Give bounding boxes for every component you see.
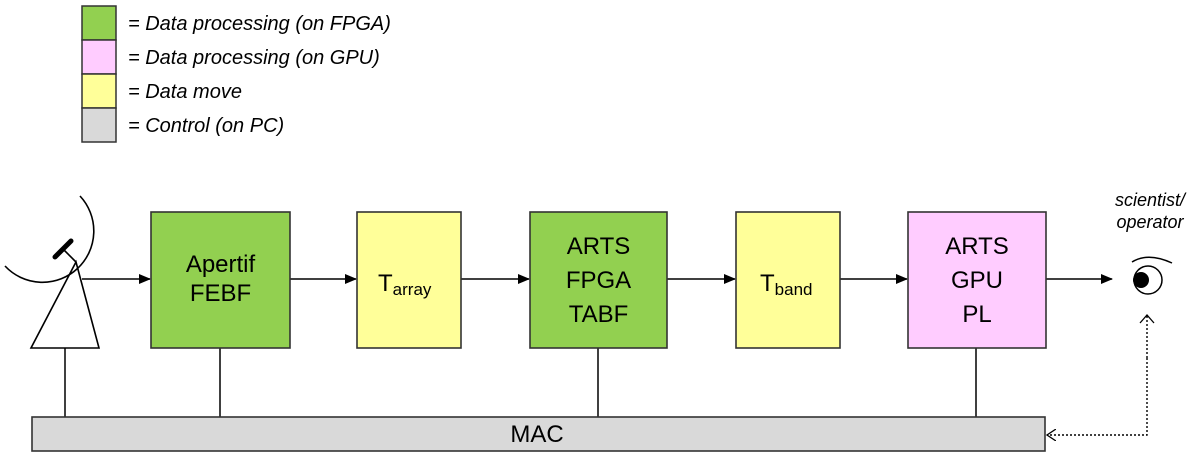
observer-label-line: scientist/ — [1115, 190, 1187, 210]
legend-label-fpga: = Data processing (on FPGA) — [128, 13, 391, 35]
block-label-line: FPGA — [566, 267, 631, 294]
block-arts-fpga-tabf: ARTS FPGA TABF — [529, 211, 668, 349]
observer: scientist/ operator — [1047, 190, 1187, 435]
block-label-main: T — [378, 270, 393, 297]
block-label-line: FEBF — [190, 280, 251, 307]
eye-icon — [1131, 256, 1173, 295]
legend-item-control: = Control (on PC) — [81, 107, 284, 143]
block-label-line: ARTS — [567, 233, 631, 260]
block-t-band: Tband — [735, 211, 841, 349]
legend-swatch-gpu — [81, 39, 117, 75]
block-arts-gpu-pl: ARTS GPU PL — [907, 211, 1047, 349]
block-label-line: GPU — [951, 267, 1003, 294]
legend: = Data processing (on FPGA) = Data proce… — [81, 5, 391, 143]
legend-label-gpu: = Data processing (on GPU) — [128, 47, 380, 69]
block-label-line: Apertif — [186, 251, 256, 278]
control-links — [64, 348, 977, 417]
block-label-main: T — [760, 270, 775, 297]
legend-label-control: = Control (on PC) — [128, 115, 284, 137]
block-label-tband: Tband — [760, 270, 813, 299]
legend-swatch-move — [81, 73, 117, 109]
legend-item-move: = Data move — [81, 73, 242, 109]
mac-control-bar: MAC — [31, 416, 1046, 452]
observer-label-line: operator — [1116, 212, 1184, 232]
legend-swatch-fpga — [81, 5, 117, 41]
mac-label: MAC — [510, 421, 563, 448]
block-label-line: PL — [962, 301, 991, 328]
legend-label-move: = Data move — [128, 81, 242, 103]
feedback-arrowhead-up — [1139, 314, 1155, 324]
block-label-tarray: Tarray — [378, 270, 432, 299]
legend-item-fpga: = Data processing (on FPGA) — [81, 5, 391, 41]
legend-item-gpu: = Data processing (on GPU) — [81, 39, 380, 75]
dish-antenna-icon — [4, 195, 101, 349]
block-label-line: TABF — [569, 301, 629, 328]
block-label-sub: band — [775, 280, 813, 299]
block-label-line: ARTS — [945, 233, 1009, 260]
legend-swatch-control — [81, 107, 117, 143]
block-label-sub: array — [393, 280, 432, 299]
block-t-array: Tarray — [356, 211, 462, 349]
block-apertif-febf: Apertif FEBF — [150, 211, 291, 349]
feedback-dotted-link — [1047, 358, 1148, 435]
